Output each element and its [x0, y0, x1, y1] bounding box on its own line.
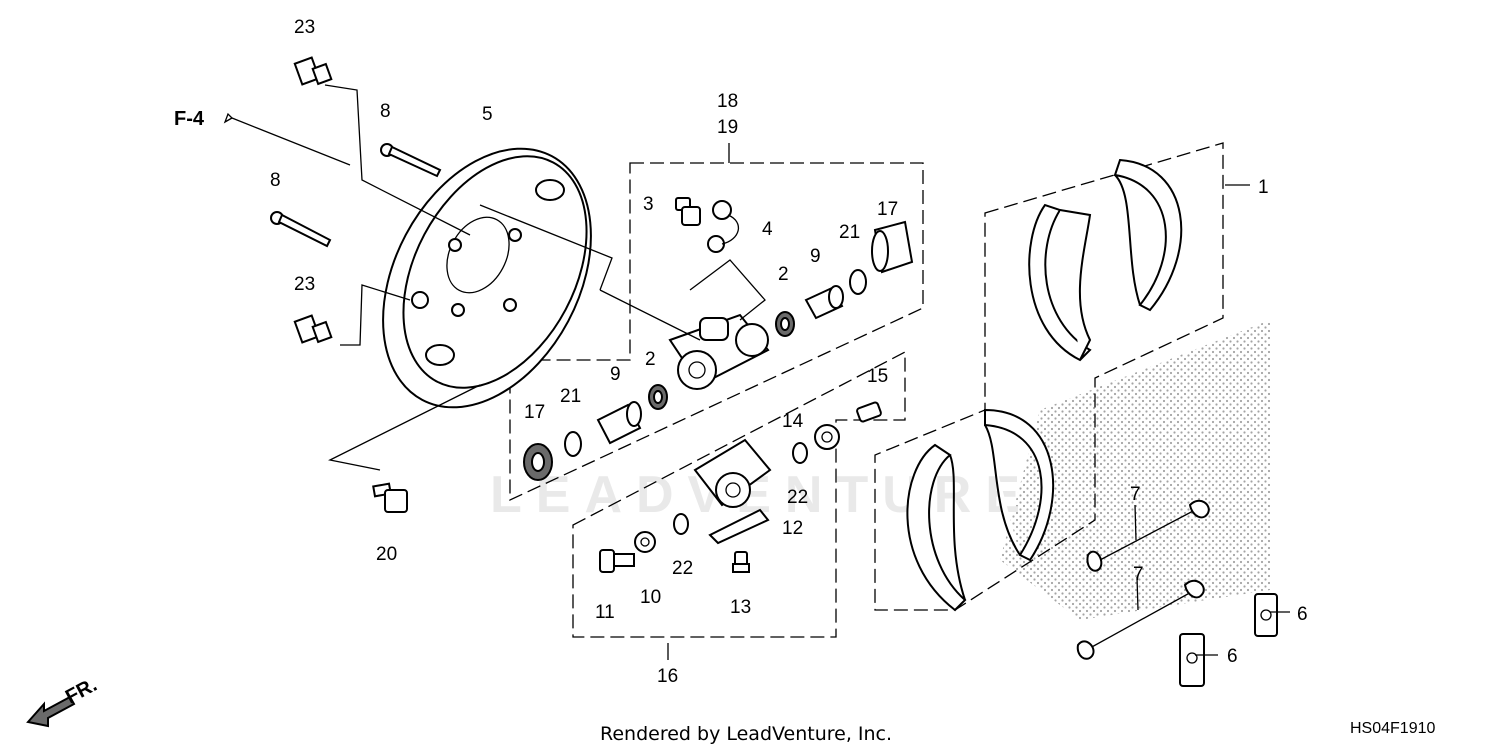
- clip-6-lower: [1179, 633, 1205, 687]
- boot-17-upper: [871, 220, 914, 274]
- ring-21-upper: [849, 269, 867, 295]
- callout-6-upper: 6: [1297, 604, 1308, 625]
- callout-18: 18: [717, 91, 738, 112]
- bleeder-screw-3: [675, 197, 701, 226]
- callout-8-upper: 8: [380, 101, 391, 122]
- callout-23-lower: 23: [294, 274, 315, 295]
- screw-15: [856, 401, 882, 423]
- callout-1: 1: [1258, 177, 1269, 198]
- lever-12: [708, 508, 770, 545]
- callout-22-lower: 22: [672, 558, 693, 579]
- callout-23-upper: 23: [294, 17, 315, 38]
- callout-2-lower: 2: [645, 349, 656, 370]
- adjuster-group-box: [572, 350, 906, 638]
- callout-20: 20: [376, 544, 397, 565]
- callout-17-lower: 17: [524, 402, 545, 423]
- spring-7-upper: [1086, 499, 1210, 572]
- wheel-cylinder-body: [668, 313, 770, 390]
- leader-lines: [223, 84, 1290, 660]
- callout-13: 13: [730, 597, 751, 618]
- adjuster-body: [693, 438, 772, 508]
- callout-9-upper: 9: [810, 246, 821, 267]
- washer-22-upper: [792, 442, 808, 464]
- callout-5: 5: [482, 104, 493, 125]
- callout-3: 3: [643, 194, 654, 215]
- callout-6-lower: 6: [1227, 646, 1238, 667]
- callout-11: 11: [595, 602, 615, 623]
- piston-9-upper: [804, 285, 844, 320]
- brake-backing-plate: [382, 147, 592, 409]
- callout-12: 12: [782, 518, 803, 539]
- callout-22-upper: 22: [787, 487, 808, 508]
- adjuster-wheel-10: [634, 531, 656, 553]
- nipple-13: [732, 551, 750, 573]
- section-reference-f4: F-4: [174, 108, 205, 130]
- brake-shoe-upper-pair: [1028, 158, 1183, 362]
- boot-17-lower: [523, 443, 553, 481]
- clip-6-upper: [1254, 593, 1278, 637]
- callout-14: 14: [782, 411, 804, 432]
- piston-9-lower: [596, 401, 642, 445]
- callout-17-upper: 17: [877, 199, 898, 220]
- callout-9-lower: 9: [610, 364, 621, 385]
- callout-2-upper: 2: [778, 264, 789, 285]
- callout-7-upper: 7: [1130, 484, 1141, 505]
- brake-shoe-group-box: [874, 142, 1224, 611]
- bolt-23-top: [293, 56, 333, 86]
- washer-22-lower: [673, 513, 689, 535]
- cup-2-lower: [648, 384, 668, 410]
- brake-shoe-lower-pair: [906, 408, 1055, 612]
- callout-16: 16: [657, 666, 678, 687]
- cap-4: [707, 200, 739, 253]
- ring-21-lower: [564, 431, 582, 457]
- callout-21-upper: 21: [839, 222, 860, 243]
- callout-4: 4: [762, 219, 773, 240]
- front-direction-arrow: FR.: [26, 674, 101, 728]
- callout-7-lower: 7: [1133, 564, 1144, 585]
- render-credit: Rendered by LeadVenture, Inc.: [600, 723, 892, 745]
- adjuster-screw-11: [599, 549, 635, 573]
- callout-8-lower: 8: [270, 170, 281, 191]
- callout-19: 19: [717, 117, 738, 138]
- callout-21-lower: 21: [560, 386, 581, 407]
- cup-2-upper: [775, 311, 795, 337]
- callout-10: 10: [640, 587, 661, 608]
- pin-8-bottom: [270, 211, 332, 248]
- bolt-23-bottom: [293, 314, 333, 344]
- adjuster-nut-14: [814, 424, 840, 450]
- callout-labels: 1 2 2 3 4 5 6 6 7 7 8 8 9 9 10 11 12 13 …: [270, 17, 1308, 687]
- callout-15: 15: [867, 366, 888, 387]
- spring-7-lower: [1076, 579, 1205, 660]
- flange-bolt-20: [372, 482, 408, 513]
- diagram-code: HS04F1910: [1350, 720, 1435, 737]
- wheel-cylinder-group-box: [509, 162, 924, 502]
- pin-8-top: [380, 143, 442, 178]
